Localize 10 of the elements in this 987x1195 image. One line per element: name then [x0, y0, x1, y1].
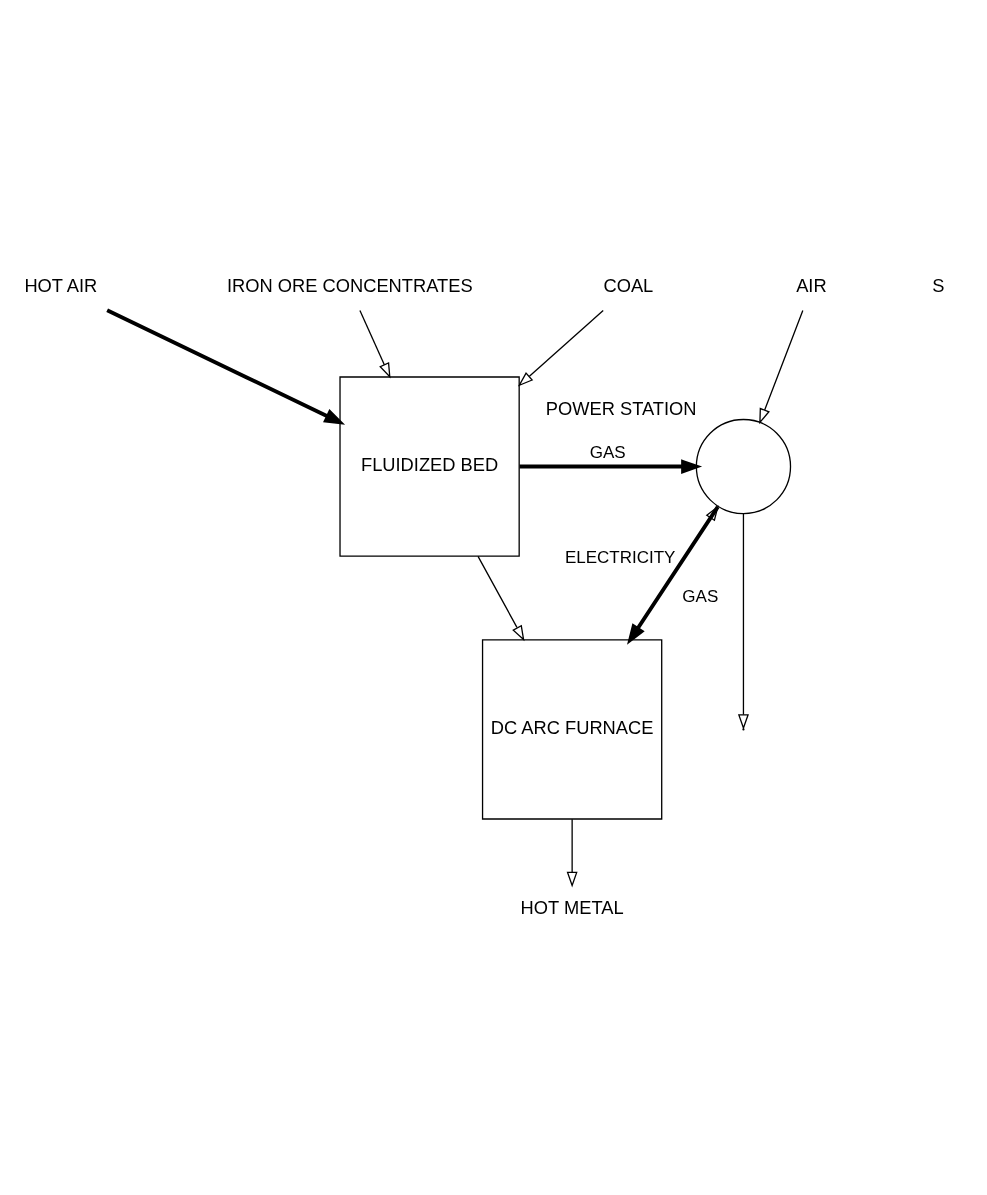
node-text: IRON ORE CONCENTRATES	[226, 274, 473, 296]
node-text: HOT METAL	[520, 896, 624, 918]
node-text: COAL	[602, 274, 653, 296]
edge-label: GAS	[681, 586, 718, 606]
edge-label: ELECTRICITY	[564, 547, 675, 567]
edge-label: GAS	[589, 442, 626, 462]
label: S	[931, 274, 944, 296]
node-label: POWER STATION	[545, 397, 697, 419]
node-text: HOT AIR	[23, 274, 97, 296]
node-text: AIR	[795, 274, 827, 296]
